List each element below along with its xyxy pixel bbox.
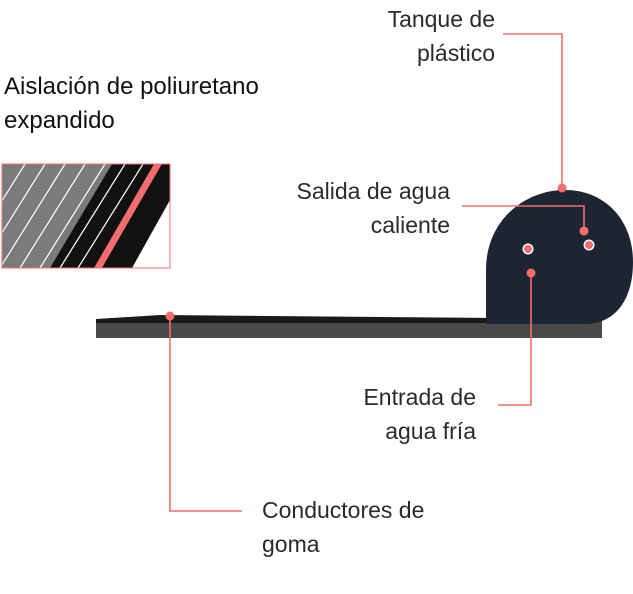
cold-water-label: Entrada de agua fría: [363, 380, 476, 448]
cold-water-label-line1: Entrada de: [363, 384, 476, 410]
tank-label: Tanque de plástico: [388, 2, 495, 70]
cold-water-leader: [498, 273, 532, 406]
hot-water-label-line1: Salida de agua: [296, 178, 450, 204]
tank-leader: [503, 33, 563, 187]
swatch-band-lines: [59, 164, 144, 268]
insulation-title-line1: Aislación de poliuretano: [4, 73, 259, 100]
hot-water-leader: [462, 205, 585, 229]
tank-marker: [557, 183, 567, 193]
base-slab: [96, 321, 602, 338]
hot-water-marker: [579, 226, 589, 236]
tank-label-line1: Tanque de: [387, 6, 495, 32]
rubber-leader: [169, 316, 242, 512]
markers: [165, 183, 595, 321]
collector-wedge: [96, 315, 500, 323]
swatch-right-white: [132, 200, 170, 268]
swatch-red-stripe: [94, 164, 162, 268]
leader-lines: [169, 33, 585, 512]
swatch-border: [1, 163, 171, 269]
rubber-label-line1: Conductores de: [262, 497, 425, 523]
tank-body: [486, 190, 633, 324]
cold-water-marker: [526, 268, 536, 278]
rubber-marker: [165, 311, 175, 321]
outlet-port-1-inner: [524, 245, 532, 253]
rubber-label-line2: goma: [262, 531, 320, 557]
insulation-swatch: [2, 164, 170, 268]
insulation-title-line2: expandido: [4, 107, 115, 134]
insulation-title: Aislación de poliuretano expandido: [4, 70, 259, 138]
outlet-port-2-inner: [585, 241, 593, 249]
rubber-label: Conductores de goma: [262, 493, 424, 561]
cold-water-label-line2: agua fría: [385, 418, 476, 444]
hot-water-label-line2: caliente: [370, 212, 450, 238]
swatch-hatch-lines: [2, 164, 106, 268]
tank-label-line2: plástico: [417, 40, 495, 66]
hot-water-label: Salida de agua caliente: [297, 174, 450, 242]
